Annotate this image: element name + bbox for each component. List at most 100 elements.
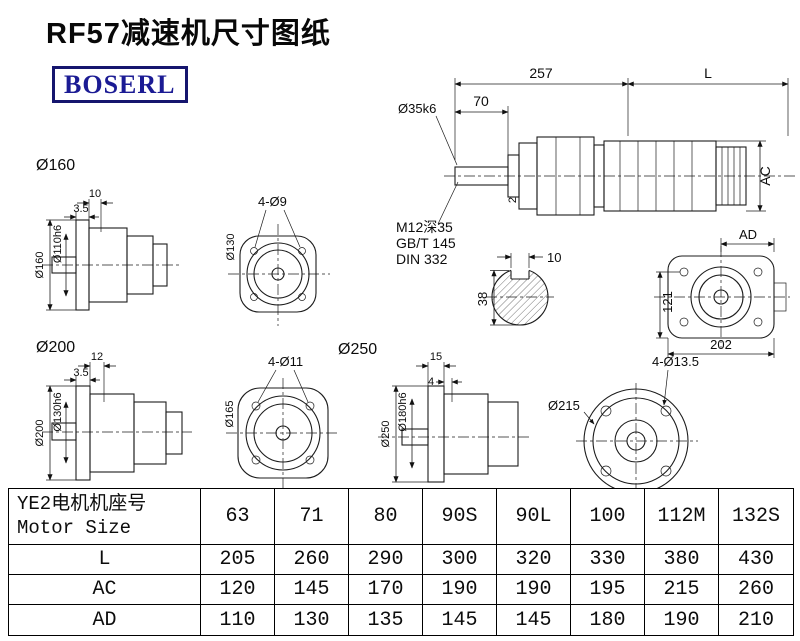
flange-215-face-view: 4-Ø13.5 Ø215 xyxy=(548,354,699,488)
flange-outline xyxy=(239,235,317,313)
motor-size-table: YE2电机机座号 Motor Size 63 71 80 90S 90L 100… xyxy=(8,488,794,636)
dim-AC: AC xyxy=(716,140,773,212)
note-gbt145: GB/T 145 xyxy=(396,235,456,251)
size-header-90S: 90S xyxy=(423,489,497,545)
dim-spigot-180: Ø180h6 xyxy=(397,392,415,469)
boserl-logo-text: BOSERL xyxy=(64,69,176,99)
dim-text-3-5: 3.5 xyxy=(73,367,88,379)
table-cell: 380 xyxy=(645,545,719,575)
table-cell: 320 xyxy=(497,545,571,575)
dim-spigot-110: Ø110h6 xyxy=(52,225,69,297)
table-cell: 205 xyxy=(201,545,275,575)
main-assembly-view: 257 L 70 Ø35k6 AC xyxy=(396,65,796,267)
gearbox-housing xyxy=(507,136,595,216)
dim-key-width-10: 10 xyxy=(497,250,561,268)
terminal-box xyxy=(773,282,787,312)
flange-plate xyxy=(75,385,91,481)
dim-text-shaft-dia: Ø35k6 xyxy=(398,101,436,116)
dim-flange-250: Ø250 xyxy=(380,385,428,483)
table-cell: 130 xyxy=(275,605,349,635)
table-cell: 330 xyxy=(571,545,645,575)
dim-text-flange-160: Ø160 xyxy=(34,252,46,279)
dim-L: L xyxy=(627,65,789,136)
view-label-200: Ø200 xyxy=(36,339,75,356)
size-header-112M: 112M xyxy=(645,489,719,545)
dim-3-5: 3.5 xyxy=(64,203,99,220)
row-label-AC: AC xyxy=(9,575,201,605)
dim-spigot-130: Ø130h6 xyxy=(52,392,69,464)
bolt-holes xyxy=(251,401,315,465)
dim-215: Ø215 xyxy=(548,398,595,425)
dim-text-202: 202 xyxy=(710,337,732,352)
dim-text-70: 70 xyxy=(473,93,489,109)
header-cn: YE2电机机座号 xyxy=(17,492,147,515)
table-cell: 120 xyxy=(201,575,275,605)
gearbox-250-view: Ø250 15 4 Ø250 xyxy=(338,341,532,483)
dim-121: 121 xyxy=(656,271,680,339)
table-cell: 195 xyxy=(571,575,645,605)
dim-text-AC: AC xyxy=(757,166,773,185)
dim-257: 257 xyxy=(454,65,629,160)
keyway xyxy=(510,270,530,280)
dim-70: 70 xyxy=(454,93,509,155)
gearbox-160-view: Ø160 10 3.5 xyxy=(34,157,180,311)
table-cell: 210 xyxy=(737,608,774,632)
table-header-motor-size: YE2电机机座号 Motor Size xyxy=(9,489,201,545)
dim-text-257: 257 xyxy=(529,65,553,81)
dim-text-215: Ø215 xyxy=(548,398,580,413)
dim-3-5: 3.5 xyxy=(64,367,100,386)
mounting-holes xyxy=(679,267,763,327)
dim-text-flange-200: Ø200 xyxy=(34,420,46,447)
dim-202: 202 xyxy=(667,337,775,358)
dim-text-130: Ø130 xyxy=(225,234,237,261)
fan-cover xyxy=(715,146,747,206)
dim-text-4x11: 4-Ø11 xyxy=(268,354,303,369)
dim-text-4x13-5: 4-Ø13.5 xyxy=(652,354,699,369)
bolt-holes xyxy=(250,247,306,301)
motor-body xyxy=(593,140,717,212)
flange-outline xyxy=(237,387,329,479)
table-cell: 215 xyxy=(645,575,719,605)
table-cell: 260 xyxy=(719,575,793,605)
table-cell: 190 xyxy=(423,575,497,605)
row-label-L: L xyxy=(9,545,201,575)
thread-note: M12深35 GB/T 145 DIN 332 xyxy=(396,181,459,267)
flange-plate xyxy=(427,385,445,483)
bolt-holes xyxy=(600,405,672,477)
size-header-132S: 132S xyxy=(719,489,793,545)
flange-165-face-view: 4-Ø11 Ø165 xyxy=(224,354,338,488)
table-cell: 190 xyxy=(497,575,571,605)
dim-flange-200: Ø200 xyxy=(34,385,76,481)
dim-text-4x9: 4-Ø9 xyxy=(258,194,287,209)
table-cell: 145 xyxy=(497,605,571,635)
table-cell: 430 xyxy=(719,545,793,575)
dim-text-4: 4 xyxy=(428,376,434,388)
dim-holes-4x13-5: 4-Ø13.5 xyxy=(652,354,699,406)
table-cell: 135 xyxy=(349,605,423,635)
table-cell: 190 xyxy=(645,605,719,635)
dim-text-flange-250: Ø250 xyxy=(380,421,392,448)
gearbox-200-view: Ø200 12 3.5 xyxy=(34,339,192,481)
dim-text-key-10: 10 xyxy=(547,250,561,265)
dim-holes-4x11: 4-Ø11 xyxy=(257,354,309,403)
dim-2: 2 xyxy=(507,197,519,203)
dim-38: 38 xyxy=(475,269,520,326)
table-cell: 180 xyxy=(571,605,645,635)
boserl-logo: BOSERL xyxy=(52,66,188,103)
dim-text-15: 15 xyxy=(430,351,442,363)
dim-text-38: 38 xyxy=(475,292,490,306)
dim-text-AD: AD xyxy=(739,227,757,242)
flange-130-face-view: 4-Ø9 Ø130 xyxy=(225,194,330,326)
dim-15: 15 xyxy=(416,351,456,394)
dim-text-12: 12 xyxy=(91,351,103,363)
dim-shaft-diameter: Ø35k6 xyxy=(398,101,458,166)
size-header-80: 80 xyxy=(349,489,423,545)
table-cell: 260 xyxy=(275,545,349,575)
dim-4: 4 xyxy=(428,376,462,402)
page-title: RF57减速机尺寸图纸 xyxy=(46,18,331,50)
table-cell: 170 xyxy=(349,575,423,605)
dim-text-L: L xyxy=(704,65,712,81)
dim-text-3-5: 3.5 xyxy=(73,203,88,215)
table-cell: 110 xyxy=(201,605,275,635)
